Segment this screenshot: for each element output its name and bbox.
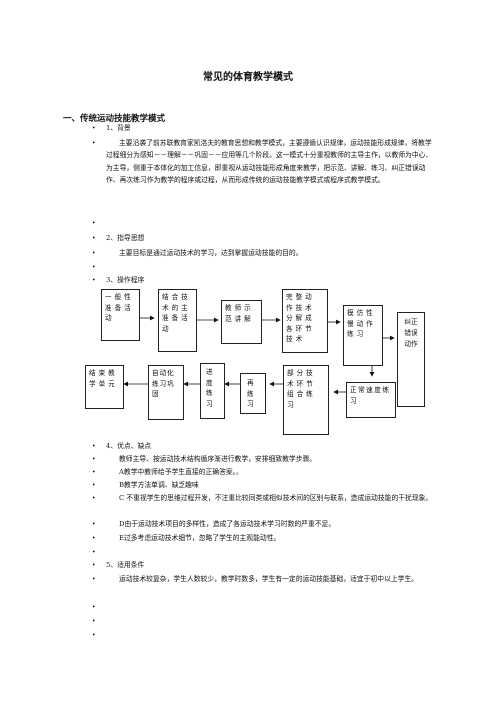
item-label-guiding-thought: 2、指导思想 (106, 234, 145, 242)
flow-step-progressive-practice: 进度练习 (200, 363, 225, 419)
bullet: • (92, 549, 96, 556)
flow-step-slow-imitation: 模仿性慢动作练习 (343, 305, 383, 366)
flow-step-teacher-demo: 教师示范讲解 (221, 300, 262, 344)
bullet: • (92, 535, 96, 542)
bullet: • (92, 443, 96, 450)
bullet: • (92, 482, 96, 489)
item-label-pros-cons: 4、优点、缺点 (106, 442, 152, 450)
flow-step-partial-combination: 部分技术环节组合练习 (283, 365, 329, 435)
bullet: • (92, 521, 96, 528)
pros-cons-line: C 不重视学生的思维过程开发，不注重比较同类或相似技术间的区别与联系，造成运动技… (119, 494, 433, 502)
bullet: • (92, 125, 96, 132)
bullet: • (92, 456, 96, 463)
document-title: 常见的体育教学模式 (203, 72, 293, 83)
flow-step-general-warmup: 一般性准备活动 (101, 289, 140, 341)
pros-cons-line: A教学中教师给予学生直接的正确答案。。 (119, 468, 243, 476)
section-heading: 一、传统运动技能教学模式 (63, 114, 166, 124)
flow-step-specific-warmup: 结合技术的主准备活动 (158, 289, 197, 352)
flow-step-correct-errors: 纠正错误动作 (397, 312, 425, 407)
flow-step-decomposition: 完整动作技术分解成各环节技术 (282, 289, 328, 353)
bullet: • (92, 495, 96, 502)
bullet: • (92, 576, 96, 583)
item-label-conditions: 5、适用条件 (106, 561, 145, 569)
pros-cons-line: E过多考虑运动技术细节，忽略了学生的主观能动性。 (119, 534, 281, 542)
item-label-procedure: 3、操作程序 (106, 276, 145, 284)
pros-cons-line: 教师主导、按运动技术结构循序渐进行教学，安排细致教学步骤。 (119, 455, 317, 463)
bullet: • (92, 604, 96, 611)
pros-cons-line: D由于运动技术项目的多样性，造成了各运动技术学习时数的严重不足。 (119, 520, 336, 528)
bullet: • (92, 618, 96, 625)
flow-step-normal-speed: 正常速度练习 (346, 382, 396, 418)
bullet: • (92, 250, 96, 257)
flow-step-end-unit: 结束教学单元 (85, 365, 124, 409)
bullet: • (92, 469, 96, 476)
bullet: • (92, 235, 96, 242)
flow-step-automation: 自动化练习巩固 (148, 365, 184, 420)
bullet: • (92, 140, 96, 147)
guiding-thought-paragraph: 主要目标是通过运动技术的学习，达到掌握运动技能的目的。 (119, 249, 303, 257)
bullet: • (92, 277, 96, 284)
conditions-paragraph: 运动技术较复杂，学生人数较少，教学时数多，学生有一定的运动技能基础，适宜于初中以… (119, 575, 419, 583)
bullet: • (92, 264, 96, 271)
bullet: • (92, 632, 96, 639)
pros-cons-line: B教学方法单调、缺乏趣味 (119, 481, 199, 489)
flow-step-practice-again: 再练习 (240, 373, 266, 414)
item-label-background: 1、背景 (106, 124, 131, 132)
bullet: • (92, 562, 96, 569)
background-paragraph: 主要沿袭了前苏联教育家凯洛夫的教育思想和教学模式，主要遵循认识规律，运动技能形成… (106, 139, 433, 185)
bullet: • (92, 220, 96, 227)
